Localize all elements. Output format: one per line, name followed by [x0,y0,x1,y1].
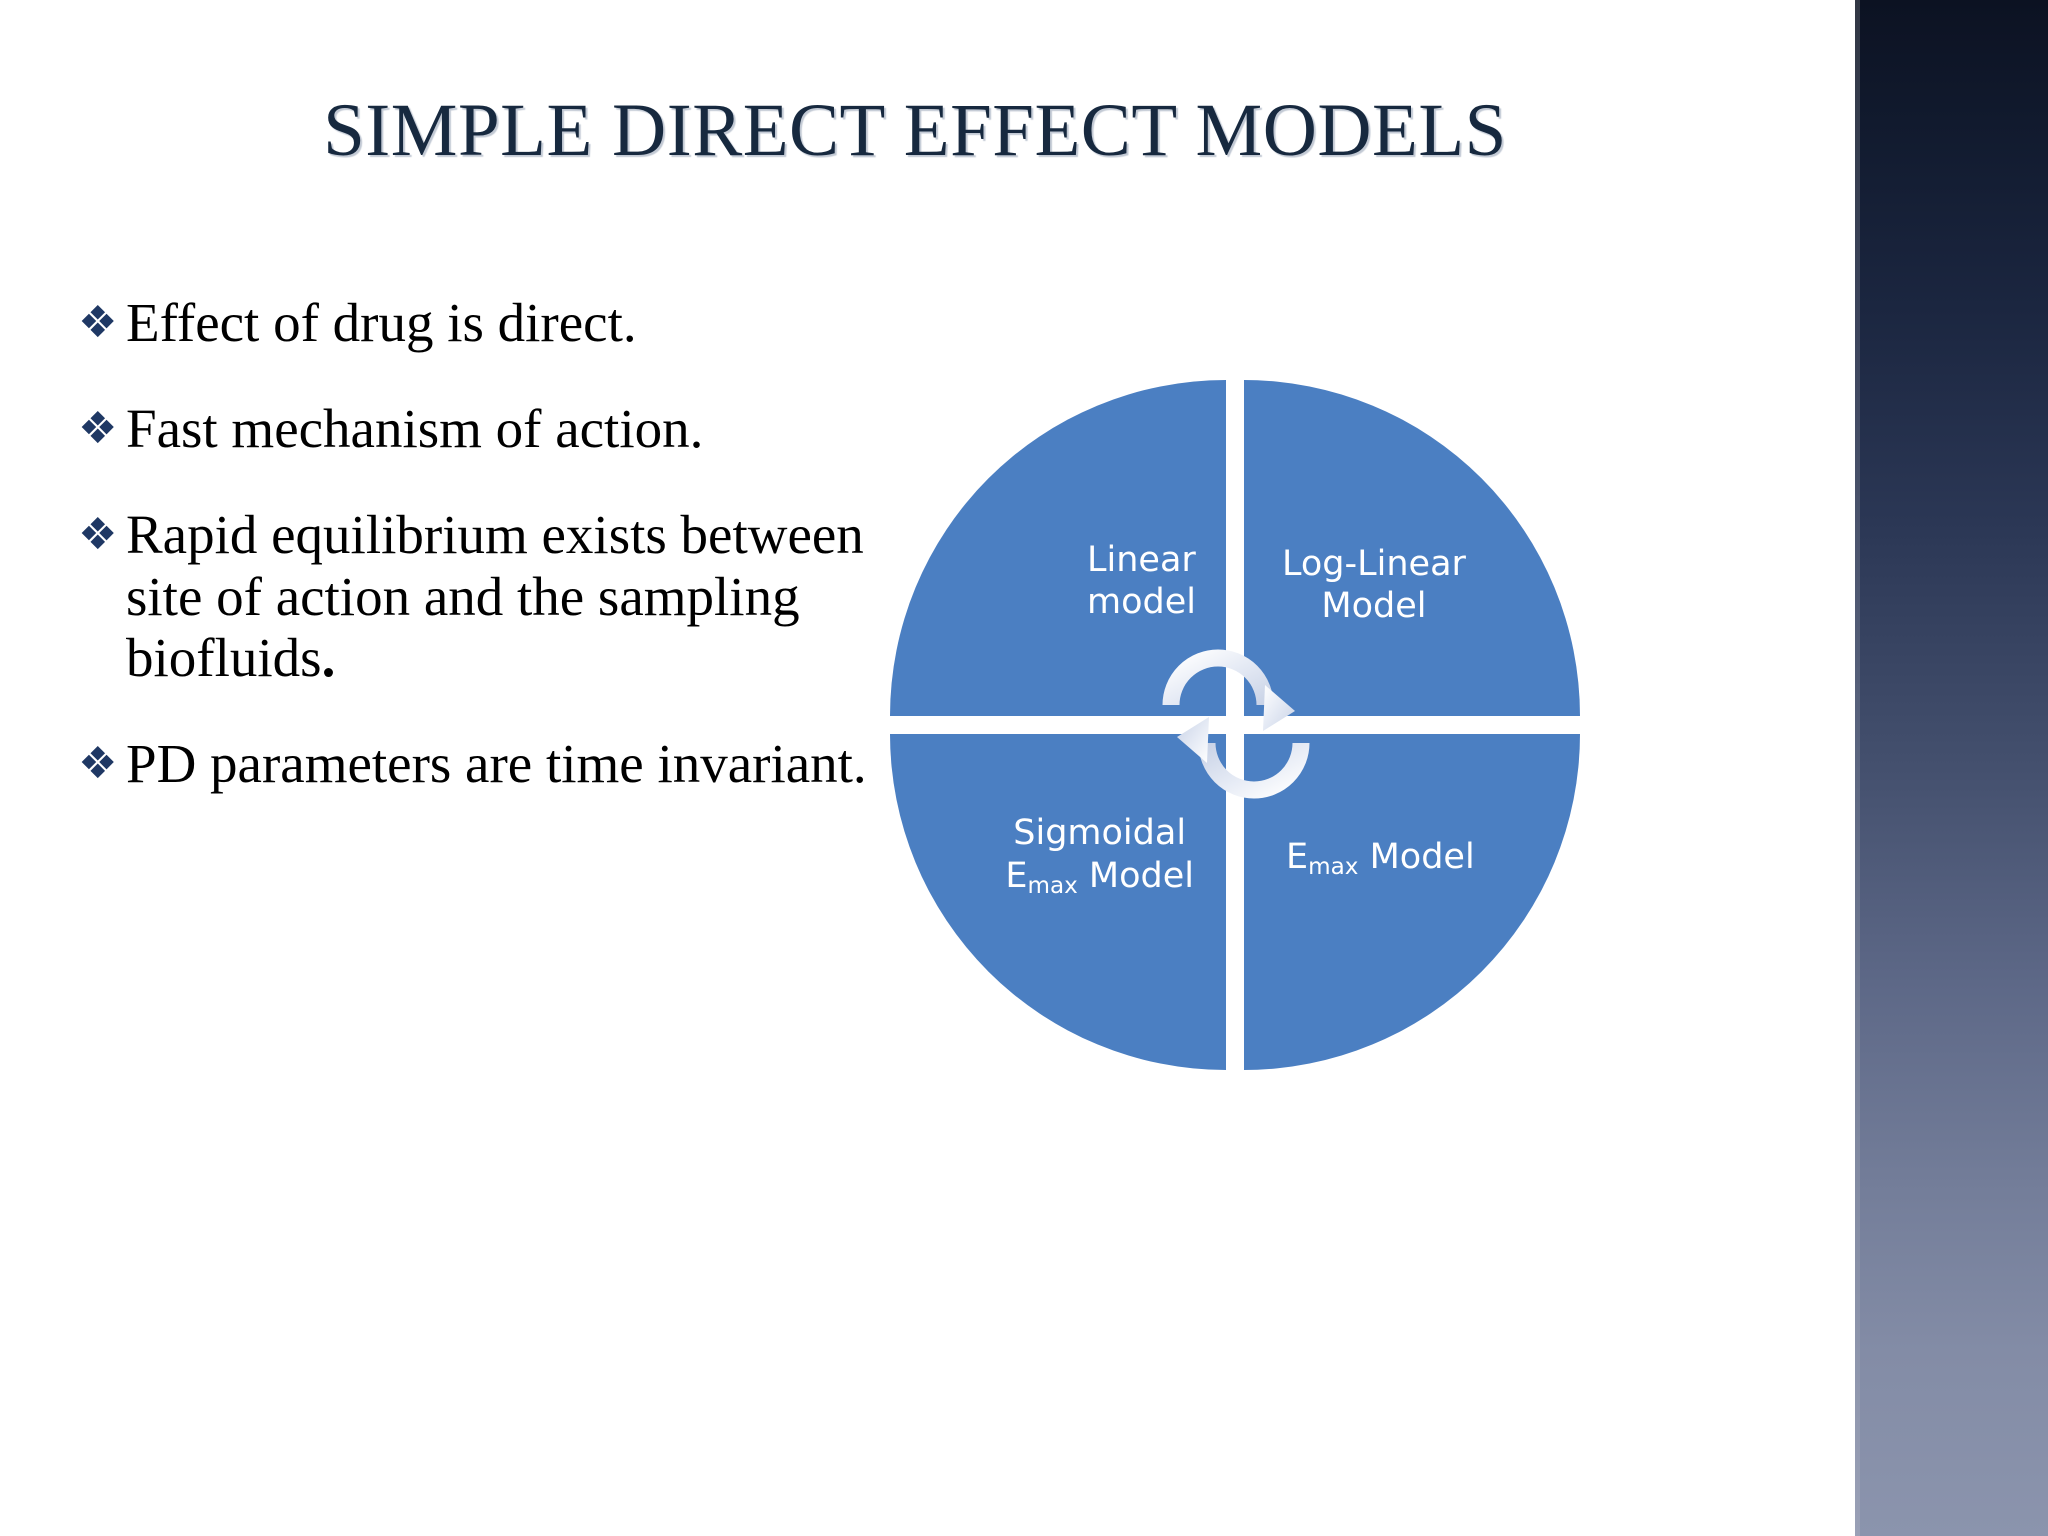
diamond-bullet-icon: ❖ [78,403,118,454]
emax-subscript: max [1308,854,1359,881]
list-item: ❖ PD parameters are time invariant. [78,733,878,795]
list-item-label: Fast mechanism of action. [126,398,704,459]
right-band-edge [1855,0,1863,1536]
quadrant-bottom-right-label: Emax Model [1286,837,1475,881]
page-title: SIMPLE DIRECT EFFECT MODELS [323,89,1507,172]
diamond-bullet-icon: ❖ [78,297,118,348]
bullet-list: ❖ Effect of drug is direct. ❖ Fast mecha… [78,292,878,839]
list-item-label: Rapid equilibrium exists between site of… [126,504,871,689]
list-item-text: Rapid equilibrium exists between site of… [126,504,864,689]
list-item: ❖ Rapid equilibrium exists between site … [78,504,878,689]
list-item-label: Effect of drug is direct. [126,292,637,353]
list-item: ❖ Effect of drug is direct. [78,292,878,354]
list-item-emphasis: . [321,627,336,689]
diamond-bullet-icon: ❖ [78,737,118,789]
list-item-label: PD parameters are time invariant. [126,732,867,794]
list-item: ❖ Fast mechanism of action. [78,398,878,460]
right-decorative-band [1860,0,2048,1536]
emax-subscript: max [1027,873,1078,900]
diamond-bullet-icon: ❖ [78,509,118,560]
quadrant-bottom-right[interactable]: Emax Model [1244,734,1580,1070]
